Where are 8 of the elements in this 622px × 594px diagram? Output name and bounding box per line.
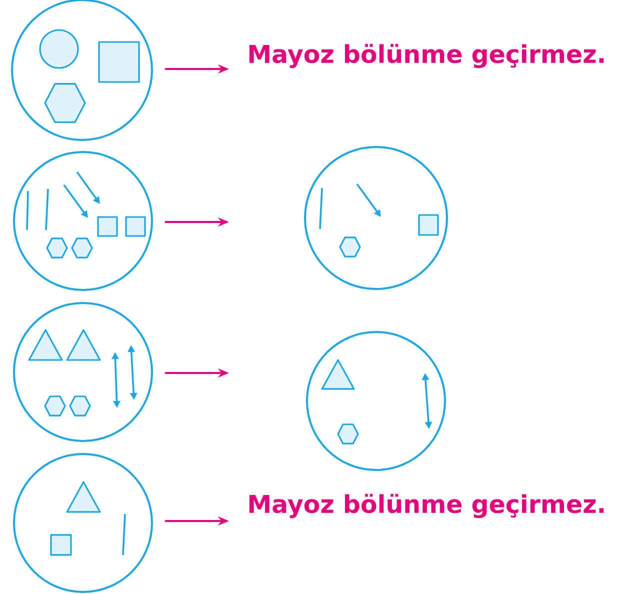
cell-drawing [13, 151, 153, 291]
cell-drawing [13, 302, 153, 442]
statement-text: Mayoz bölünme geçirmez. [249, 494, 604, 518]
cell-drawing [306, 330, 446, 471]
cell-drawing [13, 452, 153, 593]
cell-drawing [11, 0, 153, 141]
cell-drawing [304, 146, 448, 290]
statement-text: Mayoz bölünme geçirmez. [249, 44, 604, 68]
